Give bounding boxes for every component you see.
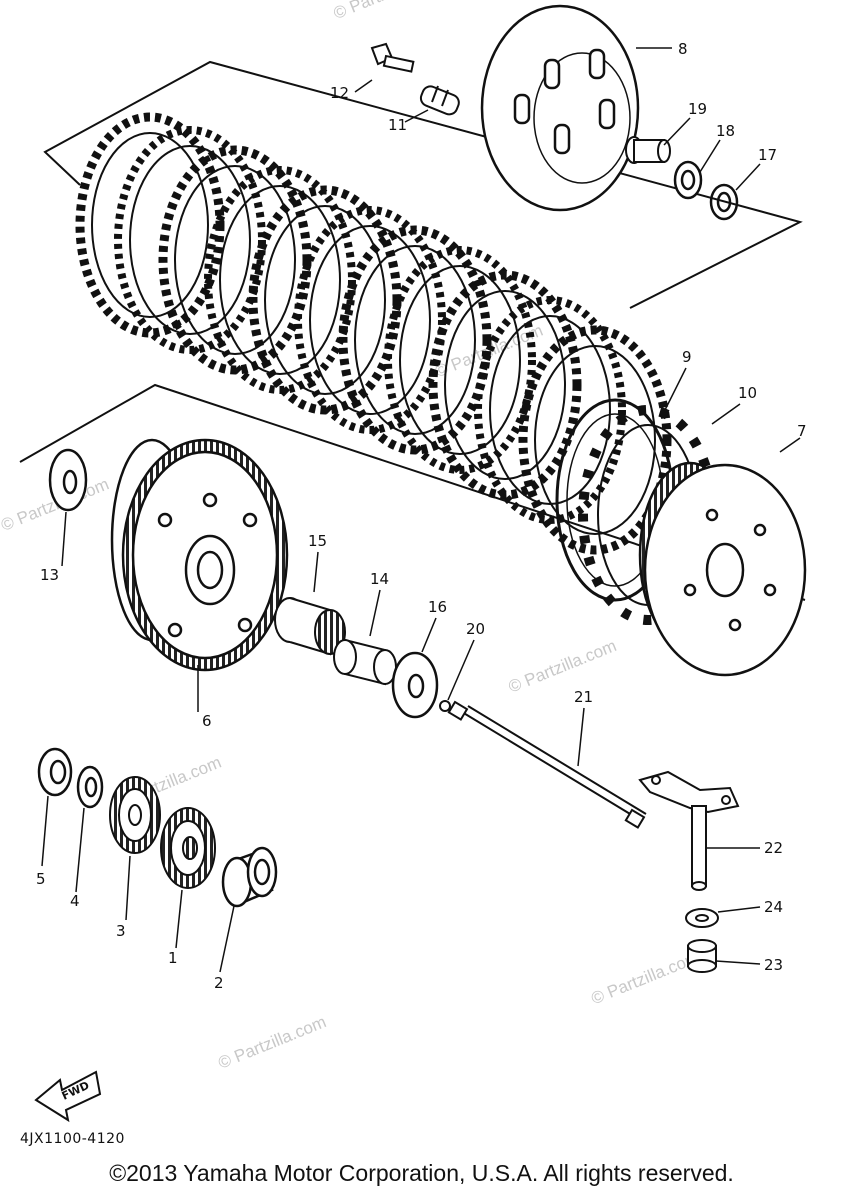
drawing-code: 4JX1100-4120 — [20, 1131, 125, 1147]
watermark: © Partzilla.com — [589, 948, 702, 1009]
part-label-12: 12 — [330, 84, 349, 102]
bearing-23 — [687, 939, 717, 973]
part-label-13: 13 — [40, 566, 59, 584]
part-label-14: 14 — [370, 570, 389, 588]
part-label-7: 7 — [797, 422, 807, 440]
part-label-9: 9 — [682, 348, 692, 366]
collar-5 — [37, 747, 73, 797]
part-label-23: 23 — [764, 956, 783, 974]
washer-16 — [391, 651, 439, 719]
leader-lines — [41, 47, 801, 973]
watermark: © Partzilla.com — [506, 636, 619, 697]
part-label-19: 19 — [688, 100, 707, 118]
washer-4 — [76, 765, 104, 809]
part-label-3: 3 — [116, 922, 126, 940]
part-label-15: 15 — [308, 532, 327, 550]
part-label-8: 8 — [678, 40, 688, 58]
part-label-17: 17 — [758, 146, 777, 164]
collar-2 — [221, 846, 278, 908]
plate-stack-outline — [19, 60, 806, 601]
part-label-6: 6 — [202, 712, 212, 730]
push-lever-22 — [638, 770, 740, 891]
ball-20 — [439, 700, 451, 712]
part-label-1: 1 — [168, 949, 178, 967]
push-rod-21 — [447, 700, 647, 829]
part-label-18: 18 — [716, 122, 735, 140]
fwd-arrow-icon: FWD — [34, 1070, 102, 1123]
thrust-washer-13 — [48, 448, 88, 512]
spring-11 — [419, 85, 460, 116]
part-label-4: 4 — [70, 892, 80, 910]
part-label-11: 11 — [388, 116, 407, 134]
circlip-17 — [709, 183, 739, 221]
oil-seal-24 — [685, 908, 719, 928]
bearing-18 — [673, 160, 703, 200]
part-label-5: 5 — [36, 870, 46, 888]
part-label-2: 2 — [214, 974, 224, 992]
gear-3 — [109, 776, 161, 854]
copyright-notice: ©2013 Yamaha Motor Corporation, U.S.A. A… — [109, 1160, 734, 1186]
watermark: © Partzilla.com — [216, 1012, 329, 1073]
part-label-24: 24 — [764, 898, 783, 916]
clutch-housing-6 — [110, 438, 289, 672]
push-rod-19 — [625, 136, 671, 164]
pressure-plate-8 — [480, 4, 640, 212]
part-labels: 1 2 3 4 5 6 7 8 9 10 11 12 13 14 15 16 1… — [36, 40, 807, 992]
bolt-12 — [370, 42, 415, 73]
part-label-22: 22 — [764, 839, 783, 857]
clutch-boss-7 — [638, 461, 807, 677]
clutch-plates — [75, 112, 672, 555]
part-label-10: 10 — [738, 384, 757, 402]
part-label-20: 20 — [466, 620, 485, 638]
spacer-14 — [333, 638, 397, 686]
needle-bearing-15 — [274, 597, 346, 656]
part-label-21: 21 — [574, 688, 593, 706]
gear-1 — [160, 807, 216, 889]
part-label-16: 16 — [428, 598, 447, 616]
watermark: © Partzilla.com — [331, 0, 444, 23]
